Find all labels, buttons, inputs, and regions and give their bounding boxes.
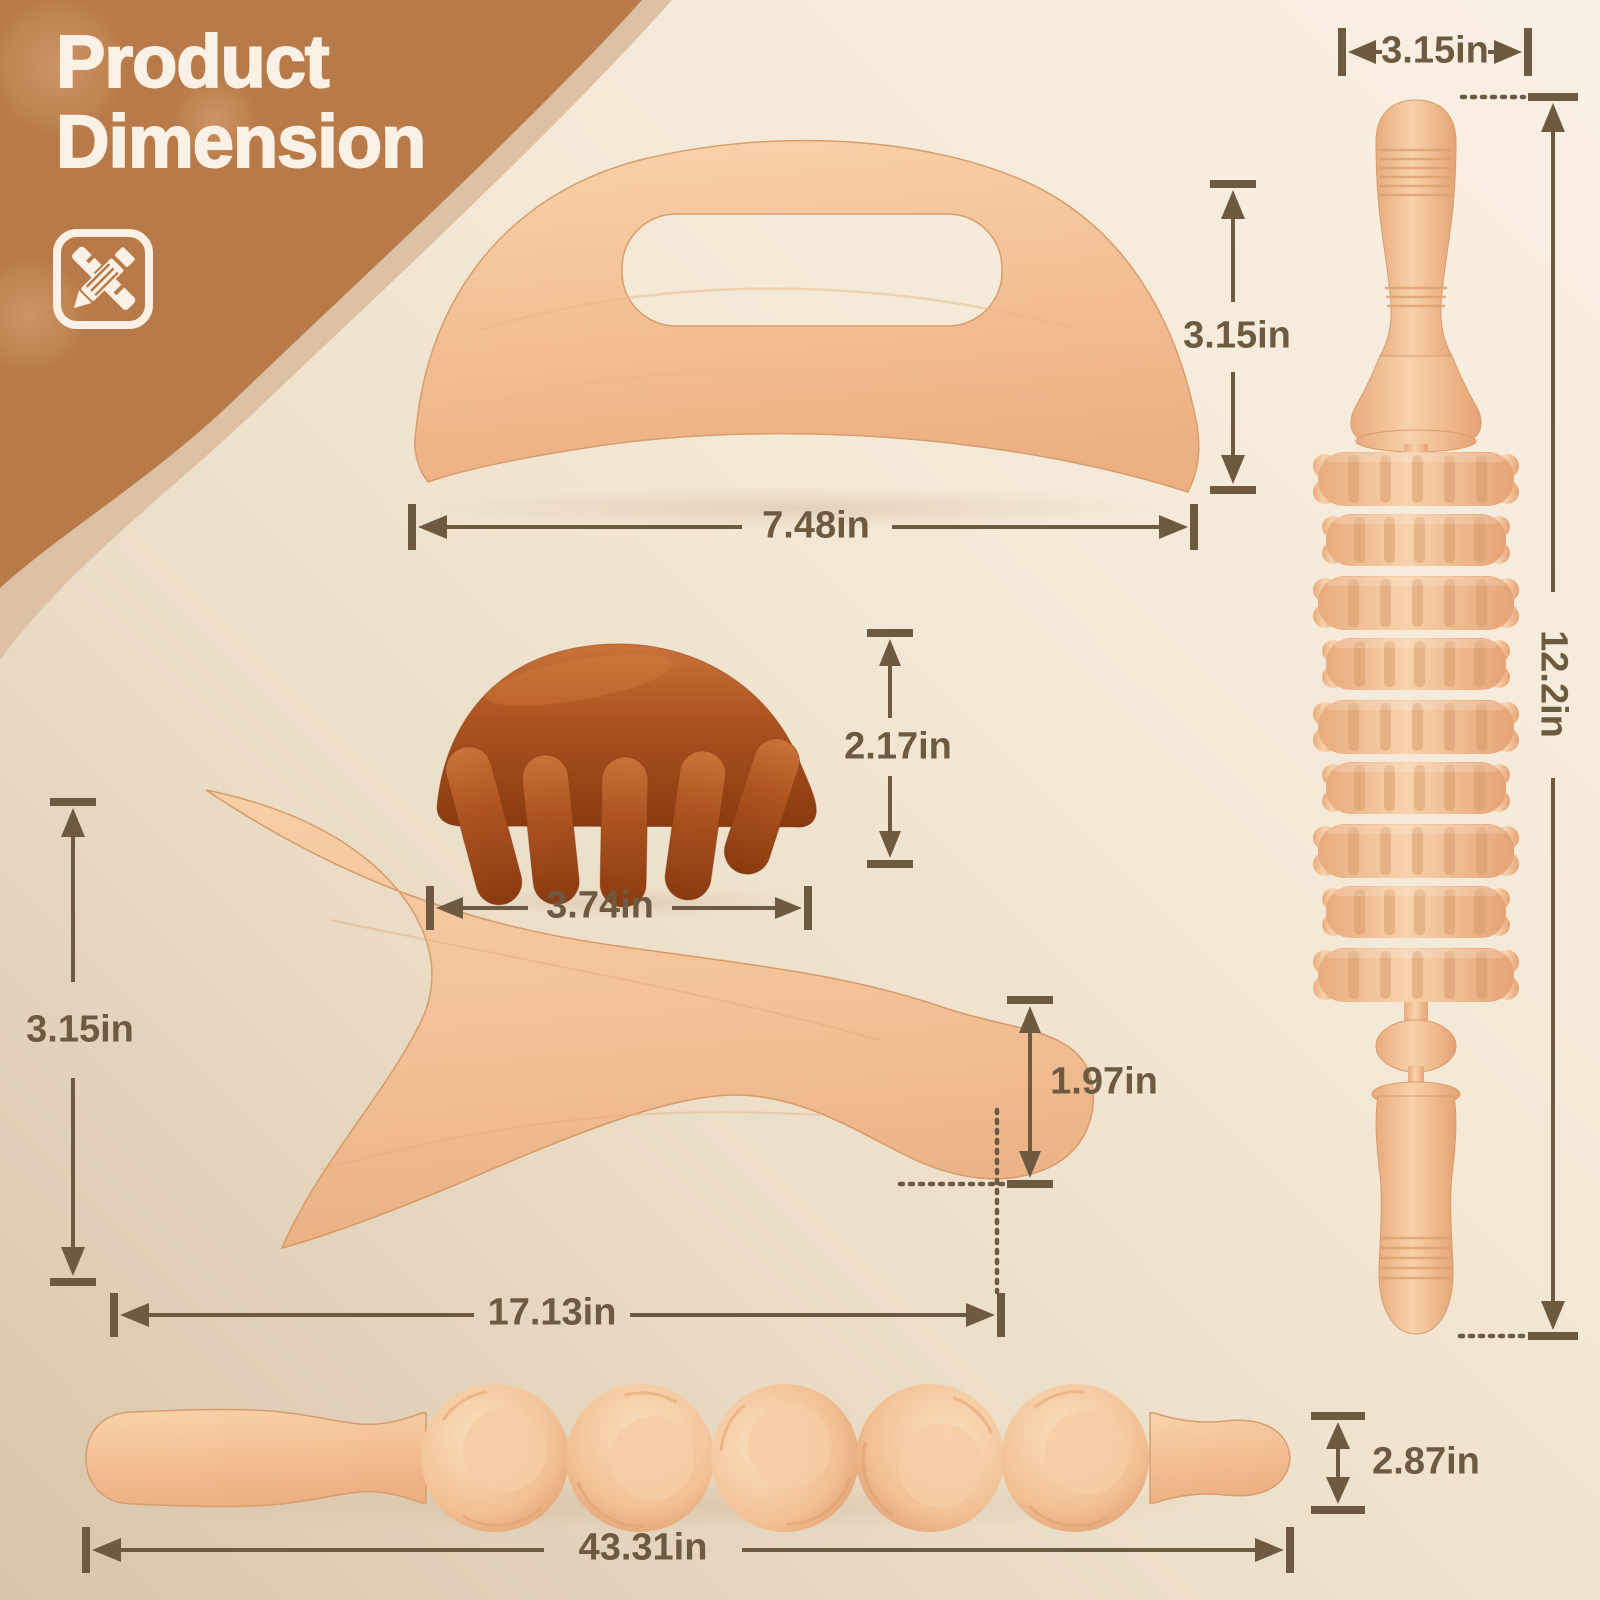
- dim-top-paddle-height: [1210, 180, 1256, 494]
- corner-decoration: [0, 0, 672, 660]
- dim-label-long-roller-length: 43.31in: [578, 1526, 708, 1569]
- gear-roller-stick-image: [1313, 99, 1519, 1335]
- dim-label-top-paddle-height: 3.15in: [1183, 314, 1291, 357]
- dim-top-paddle-width: [408, 504, 1198, 550]
- dim-label-comb-height: 2.17in: [844, 725, 952, 768]
- dim-left-paddle-handle-height: [897, 996, 1053, 1295]
- dim-label-top-paddle-width: 7.48in: [762, 504, 870, 547]
- dim-comb-width: [426, 886, 812, 930]
- dim-left-paddle-length: [110, 1293, 1005, 1337]
- dim-label-stick-roller-width: 3.15in: [1381, 29, 1489, 72]
- dim-label-left-paddle-height: 3.15in: [26, 1008, 134, 1051]
- dim-label-comb-width: 3.74in: [546, 884, 654, 927]
- dim-comb-height: [867, 629, 913, 868]
- dim-label-long-roller-height: 2.87in: [1372, 1440, 1480, 1483]
- dimension-annotations: [50, 28, 1578, 1573]
- dim-label-stick-roller-length: 12.2in: [1532, 630, 1575, 738]
- massage-comb-image: [436, 643, 817, 908]
- ruler-and-pencil-icon: [53, 229, 153, 329]
- dim-stick-roller-length: [1457, 93, 1578, 1340]
- dim-label-left-paddle-length: 17.13in: [487, 1291, 617, 1334]
- lymphatic-paddle-image: [205, 789, 1095, 1250]
- dim-long-roller-height: [1311, 1412, 1365, 1514]
- page-title-line1: Product: [55, 20, 331, 103]
- page-title: Product Dimension: [55, 20, 427, 183]
- dim-stick-roller-width: [1338, 28, 1532, 76]
- dim-label-left-paddle-handle-height: 1.97in: [1050, 1060, 1158, 1103]
- dim-left-paddle-height: [50, 798, 96, 1286]
- dim-long-roller-length: [82, 1527, 1294, 1573]
- ball-roller-stick-image: [85, 1352, 1291, 1564]
- page-title-line2: Dimension: [55, 99, 427, 183]
- gua-sha-paddle-image: [414, 139, 1200, 493]
